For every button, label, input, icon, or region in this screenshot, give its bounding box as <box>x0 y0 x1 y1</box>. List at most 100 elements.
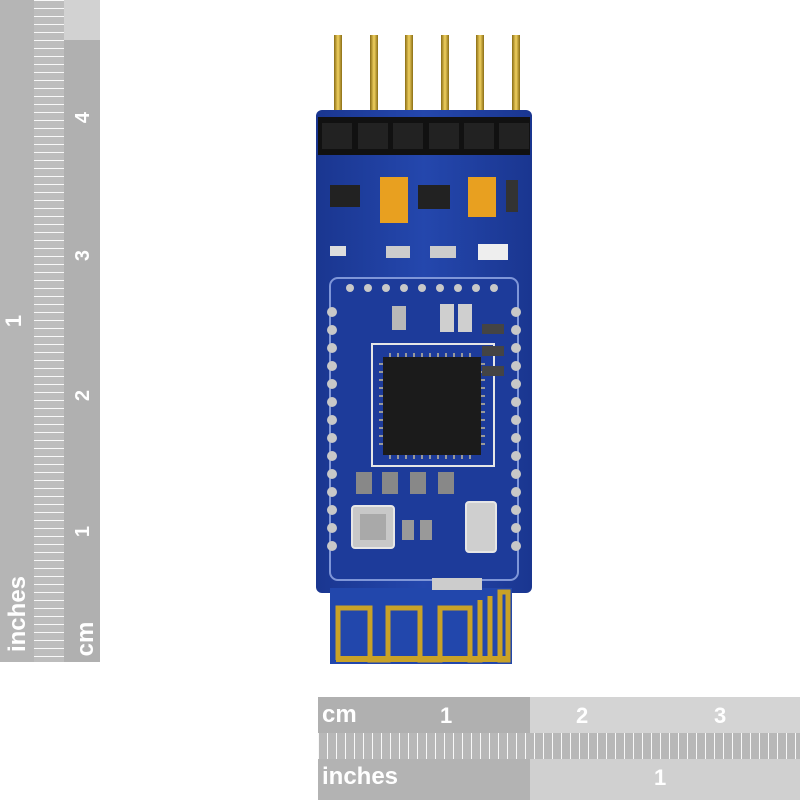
pad <box>511 397 521 407</box>
pad <box>418 284 426 292</box>
smd-resistor <box>402 520 414 540</box>
pad <box>511 379 521 389</box>
tantalum-capacitor <box>468 177 496 217</box>
pad <box>511 451 521 461</box>
crystal-oscillator <box>465 501 497 553</box>
bottom-ruler-cm-label-3: 3 <box>714 703 727 728</box>
smd-part <box>432 578 482 590</box>
pad <box>346 284 354 292</box>
header-socket <box>322 123 352 149</box>
pin <box>405 35 413 135</box>
pad <box>327 523 337 533</box>
smd-part <box>386 246 410 258</box>
pad <box>327 487 337 497</box>
header-socket <box>393 123 423 149</box>
header-socket <box>464 123 494 149</box>
pad <box>327 379 337 389</box>
pad <box>382 284 390 292</box>
bottom-ruler-cm-strip-right <box>530 697 800 733</box>
bottom-ruler-tick-area <box>318 733 800 759</box>
pad <box>490 284 498 292</box>
bottom-ruler: cm 1 2 3 inches 1 <box>318 697 800 800</box>
left-ruler-cm-strip <box>64 0 100 662</box>
smd-resistor <box>438 472 454 494</box>
pad <box>327 397 337 407</box>
pad <box>511 523 521 533</box>
pad <box>327 361 337 371</box>
bottom-ruler-cm-label-1: 1 <box>440 703 453 728</box>
pad <box>327 451 337 461</box>
resistor <box>506 180 518 212</box>
top-pads <box>346 284 498 292</box>
smd-resistor <box>410 472 426 494</box>
header-socket <box>429 123 459 149</box>
castellated-pads <box>327 307 521 551</box>
left-ruler-inch-strip <box>0 0 34 662</box>
bottom-ruler-inch-label-1: 1 <box>654 765 667 790</box>
pad <box>511 469 521 479</box>
led <box>478 244 508 260</box>
lead-row <box>379 363 383 445</box>
smd-resistor <box>382 472 398 494</box>
header-housing-block <box>318 117 530 155</box>
bottom-ruler-inch-strip-right <box>530 759 800 800</box>
pad <box>511 541 521 551</box>
pad <box>511 361 521 371</box>
pad <box>327 343 337 353</box>
pad <box>327 505 337 515</box>
pad <box>400 284 408 292</box>
pad <box>327 307 337 317</box>
smd-capacitor <box>440 304 454 332</box>
chip-silkscreen <box>371 343 495 467</box>
bottom-ruler-inches-label: inches <box>322 763 399 790</box>
passive-components <box>356 304 504 540</box>
left-ruler-cm-strip-top <box>64 0 100 40</box>
pad <box>327 469 337 479</box>
header-socket <box>499 123 529 149</box>
crystal-oscillator-top <box>360 514 386 540</box>
chip-leads <box>379 353 485 459</box>
transistor <box>418 185 450 209</box>
pin <box>334 35 342 135</box>
pin <box>441 35 449 135</box>
left-ruler-tick-area <box>34 0 64 662</box>
transistor <box>330 185 360 207</box>
antenna-base-trace <box>336 656 510 662</box>
smd-resistor <box>482 324 504 334</box>
lead-row <box>389 353 471 357</box>
lead-row <box>389 455 471 459</box>
header-pins <box>334 35 520 135</box>
left-ruler: inches 1 cm 1 2 3 4 <box>0 0 100 662</box>
header-socket <box>358 123 388 149</box>
smd-resistor <box>356 472 372 494</box>
pad <box>511 307 521 317</box>
pad <box>327 541 337 551</box>
pad <box>327 433 337 443</box>
pad <box>511 325 521 335</box>
smd-part <box>430 246 456 258</box>
smd-capacitor <box>392 306 406 330</box>
pin <box>476 35 484 135</box>
tantalum-capacitor <box>380 177 408 223</box>
bottom-ruler-cm-label: cm <box>322 701 357 728</box>
header-housing <box>318 117 530 155</box>
pad <box>454 284 462 292</box>
smd-resistor <box>420 520 432 540</box>
main-ic-chip <box>383 357 481 455</box>
pad <box>327 415 337 425</box>
smd-resistor <box>482 346 504 356</box>
pin <box>370 35 378 135</box>
pad <box>511 433 521 443</box>
pad <box>511 487 521 497</box>
pad <box>511 415 521 425</box>
smd-part <box>330 246 346 256</box>
pad <box>436 284 444 292</box>
pad <box>511 343 521 353</box>
pad <box>364 284 372 292</box>
pad <box>472 284 480 292</box>
pin <box>512 35 520 135</box>
smd-capacitor <box>458 304 472 332</box>
smd-resistor <box>482 366 504 376</box>
pad <box>327 325 337 335</box>
